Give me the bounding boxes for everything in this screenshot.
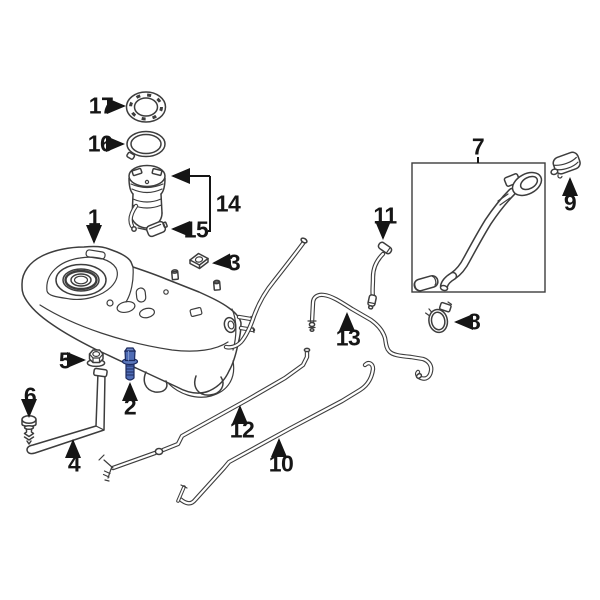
bolt-highlighted-drawing	[121, 347, 139, 381]
part-label-11: 11	[373, 202, 397, 229]
fuel-line-10-drawing	[176, 360, 376, 506]
lock-ring-drawing	[125, 91, 167, 123]
part-label-10: 10	[268, 450, 294, 477]
part-label-9: 9	[563, 189, 577, 216]
seal-ring-drawing	[126, 130, 166, 160]
part-label-12: 12	[229, 416, 255, 443]
hose-segment-drawing	[413, 274, 439, 292]
part-label-7: 7	[471, 133, 485, 160]
part-label-15: 15	[183, 216, 209, 243]
hose-clamp-drawing	[425, 301, 453, 334]
part-label-6: 6	[23, 382, 37, 409]
push-clip-drawing	[21, 414, 37, 445]
fuel-tank-drawing	[21, 245, 256, 398]
filler-neck-drawing	[413, 171, 543, 292]
part-label-1: 1	[87, 204, 101, 231]
vent-pipe-drawing	[223, 237, 308, 350]
part-label-14: 14	[215, 190, 241, 217]
part-label-2: 2	[123, 393, 137, 420]
part-label-3: 3	[227, 249, 241, 276]
part-label-17: 17	[88, 92, 114, 119]
nut-drawing	[86, 349, 106, 368]
part-label-4: 4	[67, 450, 81, 477]
part-label-5: 5	[58, 347, 72, 374]
callout-arrows	[21, 98, 578, 458]
part-label-16: 16	[87, 130, 113, 157]
fuel-pump-module-drawing	[128, 164, 166, 232]
part-label-8: 8	[467, 308, 481, 335]
fuel-filter-drawing	[145, 220, 168, 238]
tank-strap-drawing	[26, 367, 108, 455]
part-label-13: 13	[335, 324, 361, 351]
fuel-line-12-drawing	[98, 347, 311, 482]
hose-11-drawing	[367, 241, 393, 310]
clip-drawing	[189, 252, 209, 270]
fuel-line-13-drawing	[307, 292, 434, 381]
fuel-cap-drawing	[550, 151, 581, 179]
